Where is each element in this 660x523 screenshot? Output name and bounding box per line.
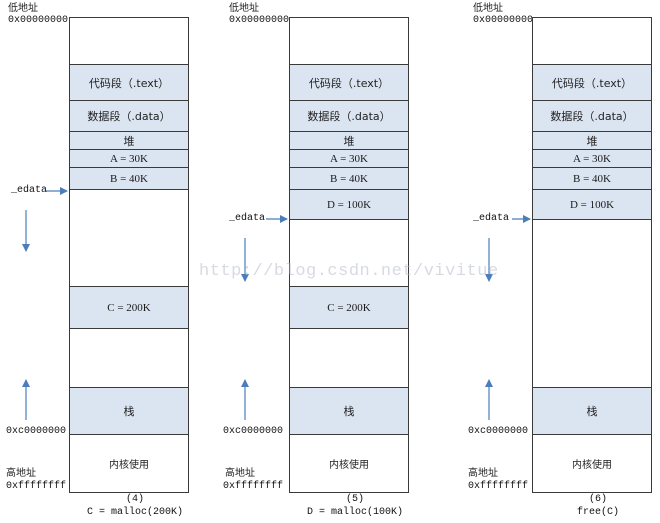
kernel-segment: 内核使用 [70, 434, 188, 492]
step-number: (5) [345, 494, 364, 505]
kernel-segment: 内核使用 [290, 434, 408, 492]
step-number: (6) [588, 494, 607, 505]
high-address-label: 高地址 [225, 468, 255, 479]
block-a: A = 30K [290, 149, 408, 167]
arrows [485, 215, 531, 420]
high-address-hex: 0xffffffff [223, 481, 284, 492]
stack-segment: 栈 [533, 387, 651, 434]
block-b: B = 40K [70, 167, 188, 189]
stack-segment: 栈 [290, 387, 408, 434]
edata-label: _edata [473, 213, 510, 224]
stack-top-hex: 0xc0000000 [468, 426, 529, 437]
heap-label-block: 堆 [290, 131, 408, 149]
high-address-label: 高地址 [468, 468, 498, 479]
data-segment: 数据段（.data） [290, 100, 408, 131]
low-address-label: 低地址 [473, 3, 503, 14]
step-code: free(C) [576, 507, 619, 518]
memory-layout: 代码段（.text） 数据段（.data） 堆 A = 30K B = 40K … [69, 17, 189, 493]
watermark: http://blog.csdn.net/vivitue [199, 262, 499, 281]
block-a: A = 30K [533, 149, 651, 167]
low-address-hex: 0x00000000 [473, 15, 534, 26]
high-address-label: 高地址 [6, 468, 36, 479]
block-a: A = 30K [70, 149, 188, 167]
block-d: D = 100K [290, 189, 408, 220]
low-address-label: 低地址 [229, 3, 259, 14]
heap-label-block: 堆 [533, 131, 651, 149]
text-segment: 代码段（.text） [290, 64, 408, 100]
step-number: (4) [125, 494, 144, 505]
kernel-segment: 内核使用 [533, 434, 651, 492]
high-address-hex: 0xffffffff [468, 481, 529, 492]
memory-diagram-6: 低地址 0x00000000 代码段（.text） 数据段（.data） 堆 A… [440, 0, 660, 523]
low-address-hex: 0x00000000 [8, 15, 69, 26]
edata-label: _edata [11, 185, 48, 196]
edata-label: _edata [229, 213, 266, 224]
text-segment: 代码段（.text） [70, 64, 188, 100]
low-address-hex: 0x00000000 [229, 15, 290, 26]
stack-top-hex: 0xc0000000 [223, 426, 284, 437]
block-c: C = 200K [70, 286, 188, 329]
block-b: B = 40K [533, 167, 651, 189]
high-address-hex: 0xffffffff [6, 481, 67, 492]
block-c: C = 200K [290, 286, 408, 329]
memory-layout: 代码段（.text） 数据段（.data） 堆 A = 30K B = 40K … [289, 17, 409, 493]
step-code: D = malloc(100K) [306, 507, 403, 518]
step-code: C = malloc(200K) [86, 507, 183, 518]
data-segment: 数据段（.data） [70, 100, 188, 131]
block-b: B = 40K [290, 167, 408, 189]
block-d: D = 100K [533, 189, 651, 220]
data-segment: 数据段（.data） [533, 100, 651, 131]
memory-diagram-5: 低地址 0x00000000 代码段（.text） 数据段（.data） 堆 A… [222, 0, 442, 523]
arrows [22, 187, 68, 420]
stack-top-hex: 0xc0000000 [6, 426, 67, 437]
text-segment: 代码段（.text） [533, 64, 651, 100]
stack-segment: 栈 [70, 387, 188, 434]
arrows [241, 215, 288, 420]
low-address-label: 低地址 [8, 3, 38, 14]
memory-diagram-4: 低地址 0x00000000 代码段（.text） 数据段（.data） 堆 A… [0, 0, 220, 523]
heap-label-block: 堆 [70, 131, 188, 149]
memory-layout: 代码段（.text） 数据段（.data） 堆 A = 30K B = 40K … [532, 17, 652, 493]
